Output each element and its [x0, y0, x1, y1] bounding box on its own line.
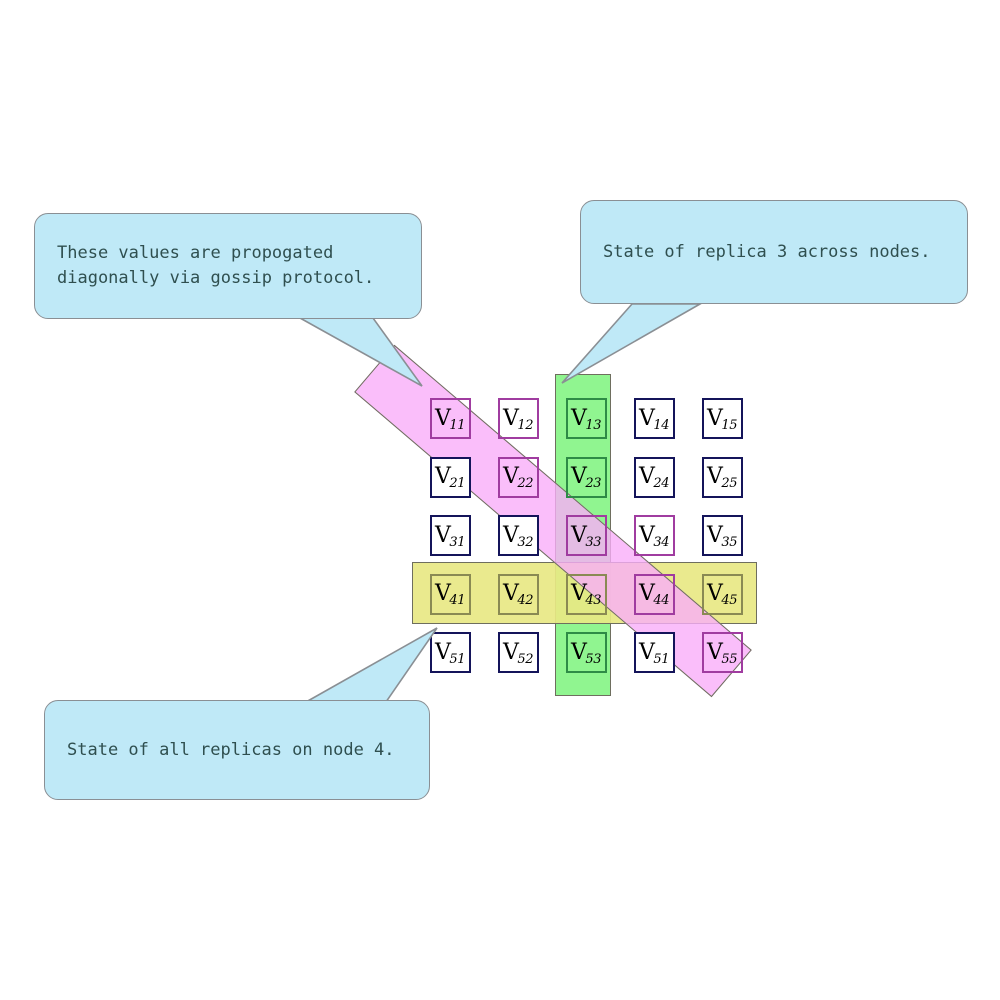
grid-cell-label: V42: [503, 581, 533, 608]
grid-cell-label: V21: [435, 464, 465, 491]
grid-cell-label: V12: [503, 405, 533, 433]
grid-cell-v23[interactable]: V23: [566, 456, 607, 498]
grid-cell-v35[interactable]: V35: [702, 515, 743, 556]
grid-cell-label: V52: [503, 639, 533, 667]
grid-cell-v31[interactable]: V31: [430, 515, 471, 556]
grid-cell-v15[interactable]: V15: [702, 398, 743, 439]
callout-replica-text: State of replica 3 across nodes.: [603, 241, 931, 262]
grid-cell-label: V35: [707, 522, 737, 550]
callout-gossip-text: These values are propogated diagonally v…: [57, 243, 375, 288]
grid-cell-label: V15: [707, 405, 737, 433]
grid-cell-v52[interactable]: V52: [498, 632, 539, 673]
grid-cell-v22[interactable]: V22: [498, 456, 539, 498]
grid-cell-v24[interactable]: V24: [634, 456, 675, 498]
grid-cell-v51[interactable]: V51: [430, 632, 471, 673]
grid-cell-v32[interactable]: V32: [498, 515, 539, 556]
grid-cell-label: V51: [435, 639, 465, 667]
grid-cell-v34[interactable]: V34: [634, 515, 675, 556]
grid-cell-label: V13: [571, 405, 601, 433]
grid-cell-v45[interactable]: V45: [702, 573, 743, 615]
grid-cell-v51[interactable]: V51: [634, 632, 675, 673]
grid-cell-label: V32: [503, 522, 533, 550]
grid-cell-v42[interactable]: V42: [498, 573, 539, 615]
grid-cell-v53[interactable]: V53: [566, 632, 607, 673]
grid-cell-v14[interactable]: V14: [634, 398, 675, 439]
grid-cell-v21[interactable]: V21: [430, 456, 471, 498]
grid-cell-label: V31: [435, 522, 465, 550]
grid-cell-label: V11: [435, 405, 465, 433]
grid-cell-v11[interactable]: V11: [430, 398, 471, 439]
grid-cell-v43[interactable]: V43: [566, 573, 607, 615]
grid-cell-label: V25: [707, 464, 737, 491]
grid-cell-label: V22: [503, 464, 533, 491]
grid-cell-label: V43: [571, 581, 601, 608]
grid-cell-label: V33: [571, 522, 601, 550]
grid-cell-v25[interactable]: V25: [702, 456, 743, 498]
grid-cell-label: V44: [639, 581, 669, 608]
grid-cell-label: V53: [571, 639, 601, 667]
grid-cell-v41[interactable]: V41: [430, 573, 471, 615]
grid-cell-label: V51: [639, 639, 669, 667]
grid-cell-label: V14: [639, 405, 669, 433]
gossip-note-tail: [296, 317, 423, 387]
grid-cell-label: V45: [707, 581, 737, 608]
callout-replica-note[interactable]: State of replica 3 across nodes.: [580, 200, 968, 304]
grid-cell-v44[interactable]: V44: [634, 573, 675, 615]
grid-cell-label: V34: [639, 522, 669, 550]
grid-cell-label: V55: [707, 639, 737, 667]
grid-cell-label: V41: [435, 581, 465, 608]
grid-cell-v55[interactable]: V55: [702, 632, 743, 673]
grid-cell-v33[interactable]: V33: [566, 515, 607, 556]
grid-cell-label: V24: [639, 464, 669, 491]
grid-cell-v12[interactable]: V12: [498, 398, 539, 439]
callout-node-note[interactable]: State of all replicas on node 4.: [44, 700, 430, 800]
replica-note-tail: [561, 303, 704, 384]
node-note-tail: [302, 627, 438, 703]
grid-cell-label: V23: [571, 464, 601, 491]
callout-node-text: State of all replicas on node 4.: [67, 739, 395, 760]
grid-cell-v13[interactable]: V13: [566, 398, 607, 439]
callout-gossip-note[interactable]: These values are propogated diagonally v…: [34, 213, 422, 319]
